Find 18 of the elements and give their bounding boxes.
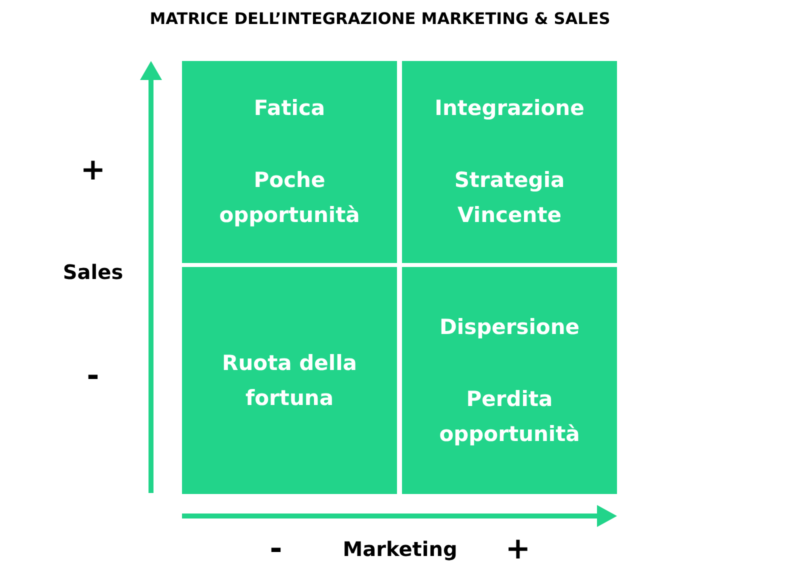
axis-label: Sales — [62, 260, 124, 284]
quadrant-heading: Dispersione — [439, 314, 580, 340]
quadrant-box — [182, 267, 397, 494]
quadrant-text: Perdita opportunità — [438, 386, 581, 448]
quadrant-heading: Ruota della fortuna — [221, 350, 358, 412]
axis-sign: + — [80, 152, 106, 188]
axis-sign: + — [505, 532, 531, 566]
quadrant-heading: Fatica — [254, 95, 326, 122]
axis-label: Marketing — [342, 537, 458, 561]
quadrant-box — [402, 267, 617, 494]
title: MATRICE DELL’INTEGRAZIONE MARKETING & SALES — [148, 9, 612, 28]
quadrant-text: Poche opportunità — [218, 167, 361, 229]
quadrant-text: Strategia Vincente — [453, 167, 566, 229]
quadrant-heading: Integrazione — [434, 95, 584, 122]
quadrant-box — [402, 61, 617, 263]
quadrant-box — [182, 61, 397, 263]
axis-sign: - — [270, 532, 282, 566]
axis-sign: - — [86, 358, 100, 394]
